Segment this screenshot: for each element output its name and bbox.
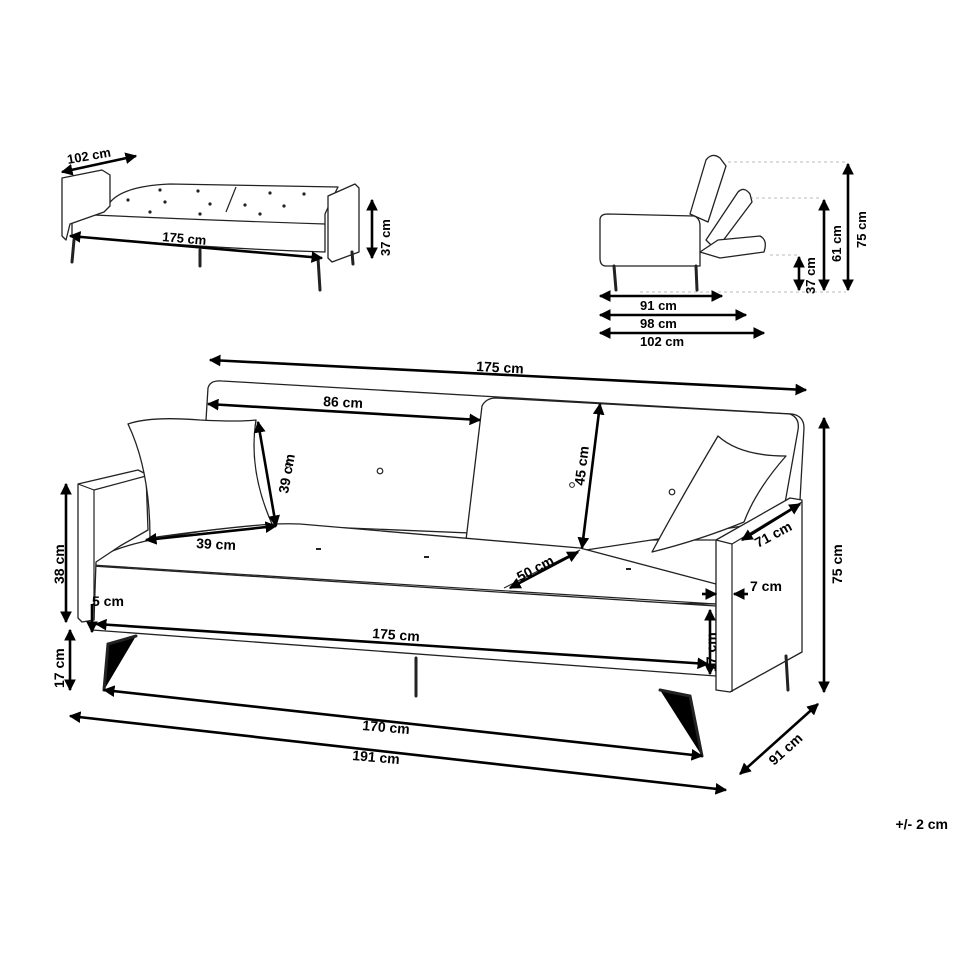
tolerance-note: +/- 2 cm [895, 816, 948, 832]
main-leg [658, 688, 704, 758]
main-total-height-label: 75 cm [829, 544, 845, 584]
side-depth-bed-label: 102 cm [640, 334, 684, 349]
main-leg [102, 634, 138, 692]
main-top-width-label: 175 cm [476, 358, 524, 376]
main-cushion-width-label: 86 cm [323, 393, 363, 411]
main-top-width-arrow [208, 354, 808, 396]
side-height-seat-label: 37 cm [803, 257, 818, 294]
main-arm-depth-arrow [741, 502, 801, 542]
main-pillow-height-arrow [254, 420, 280, 528]
main-total-depth-arrow [739, 703, 819, 775]
main-seat-offset-label: 5 cm [92, 593, 124, 609]
side-depth-upright-label: 91 cm [640, 298, 677, 313]
bed-length-arrow [68, 231, 324, 263]
main-leg-height-right-label: 17 cm [703, 632, 719, 672]
side-leg [612, 264, 618, 292]
main-pillow-width-arrow [144, 521, 278, 545]
side-leg [694, 264, 699, 292]
bed-mattress-edge [71, 213, 326, 225]
main-leg-height-left-label: 17 cm [51, 648, 67, 688]
main-back-height-arrow [577, 402, 605, 550]
bed-width-arrow [60, 152, 138, 176]
main-left-arm [77, 469, 149, 623]
main-seat-width-arrow [94, 618, 710, 670]
side-back-upright [689, 154, 727, 223]
main-seat-width-label: 175 cm [372, 625, 420, 644]
main-view: 175 cm 86 cm 45 cm 39 cm 39 cm 50 cm 71 … [51, 354, 845, 795]
main-cushion-width-arrow [206, 398, 482, 426]
main-right-arm [715, 497, 803, 693]
bed-buttons [126, 188, 306, 216]
main-seat-depth-arrow [508, 550, 580, 590]
side-height-reclined-label: 61 cm [829, 225, 844, 262]
bed-cushion-split [225, 186, 237, 213]
main-total-width-label: 191 cm [352, 747, 401, 767]
main-back-height-label: 45 cm [571, 445, 592, 486]
bed-right-arm [327, 183, 360, 263]
main-arm-height-label: 38 cm [51, 544, 67, 584]
side-view: 75 cm 61 cm 37 cm 91 cm 98 cm 102 cm [598, 154, 869, 349]
main-left-arm-top [93, 475, 147, 491]
main-pillow-height-label: 39 cm [275, 453, 298, 495]
bed-leg [316, 256, 322, 292]
bed-leg [350, 250, 355, 266]
side-back-reclined [705, 188, 753, 251]
main-inner-width-label: 170 cm [362, 717, 411, 737]
side-height-total-label: 75 cm [854, 211, 869, 248]
main-seat-front [91, 564, 717, 605]
main-arm-width-label: 7 cm [750, 578, 782, 594]
bed-leg [70, 238, 76, 264]
side-back-flat [699, 235, 766, 259]
main-left-pillow [127, 418, 273, 539]
bed-length-label: 175 cm [162, 229, 207, 248]
main-leg [784, 654, 790, 692]
main-pillow-width-label: 39 cm [196, 535, 236, 553]
main-right-pillow [651, 435, 787, 553]
main-total-depth-label: 91 cm [765, 730, 805, 768]
side-seat [599, 213, 701, 267]
side-depth-reclined-label: 98 cm [640, 316, 677, 331]
main-total-width-arrow [68, 711, 728, 795]
bed-height-label: 37 cm [378, 219, 393, 256]
main-buttons [285, 462, 676, 570]
bed-view: 102 cm 175 cm 37 cm [60, 145, 393, 292]
